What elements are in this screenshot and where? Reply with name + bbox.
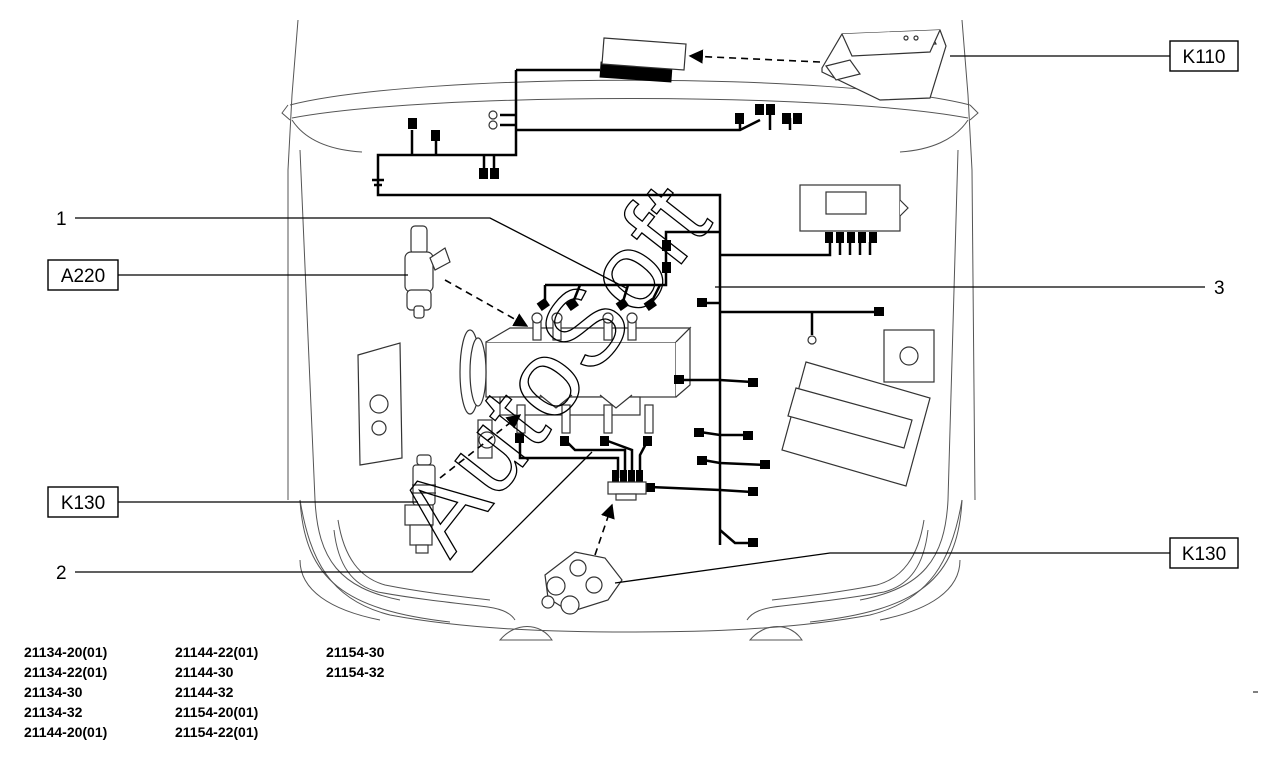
engine-code: 21154-22(01) bbox=[175, 724, 258, 740]
injector-rail bbox=[531, 312, 638, 341]
reservoir-box bbox=[883, 329, 935, 383]
callout-k110-label: K110 bbox=[1183, 47, 1226, 68]
engine-code: 21154-30 bbox=[326, 644, 385, 660]
ignition-module-icon bbox=[541, 551, 623, 615]
engine-code-list: 21134-20(01) 21134-22(01) 21134-30 21134… bbox=[24, 644, 385, 740]
engine-code: 21144-20(01) bbox=[24, 724, 107, 740]
callout-k130-left-label: K130 bbox=[61, 493, 105, 514]
engine-code: 21134-30 bbox=[24, 684, 83, 700]
engine-code: 21144-22(01) bbox=[175, 644, 258, 660]
callout-1-label: 1 bbox=[56, 209, 67, 230]
callout-k130-right-label: K130 bbox=[1182, 544, 1226, 565]
engine-code: 21154-32 bbox=[326, 664, 385, 680]
engine-code: 21144-30 bbox=[175, 664, 234, 680]
callout-a220-label: A220 bbox=[61, 266, 105, 287]
car-body-outline bbox=[281, 19, 979, 641]
control-unit-box bbox=[799, 184, 909, 232]
engine-code: 21134-32 bbox=[24, 704, 83, 720]
engine-code: 21144-32 bbox=[175, 684, 234, 700]
left-mount-bracket bbox=[357, 342, 403, 466]
ecu-icon bbox=[821, 29, 947, 101]
callout-k130-right: K130 bbox=[1169, 537, 1239, 569]
fuel-injector-icon bbox=[404, 225, 451, 319]
callout-a220: A220 bbox=[47, 259, 119, 291]
callout-k130-left: K130 bbox=[47, 486, 119, 518]
engine-code: 21134-20(01) bbox=[24, 644, 107, 660]
callout-2-label: 2 bbox=[56, 563, 67, 584]
callout-3-label: 3 bbox=[1214, 278, 1225, 299]
leader-lines bbox=[75, 49, 1205, 584]
spark-plug-icon bbox=[404, 454, 436, 554]
ecu-mounting-plate bbox=[601, 37, 687, 71]
callout-k110: K110 bbox=[1169, 40, 1239, 72]
engine-code: 21154-20(01) bbox=[175, 704, 258, 720]
engine-code: 21134-22(01) bbox=[24, 664, 107, 680]
battery-plate bbox=[781, 361, 931, 487]
